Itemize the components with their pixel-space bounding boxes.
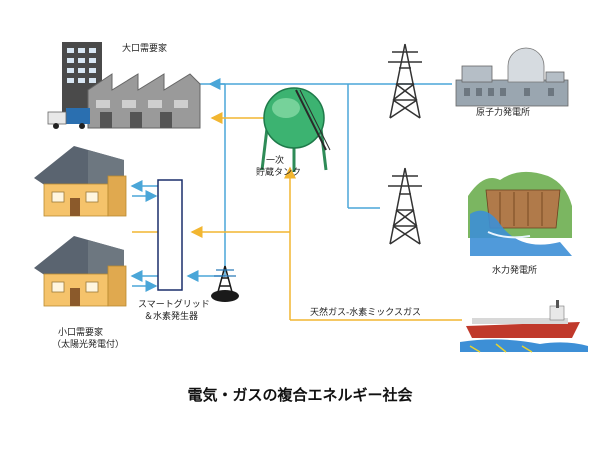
- tank-label-line2: 貯蔵タンク: [256, 168, 302, 178]
- house-2-icon: [34, 236, 127, 307]
- nuclear-plant-label: 原子力発電所: [476, 108, 531, 118]
- gas-network: [132, 112, 462, 321]
- tanker-ship-icon: [460, 300, 588, 353]
- small-consumer-label-line2: （太陽光発電付）: [52, 340, 125, 350]
- large-consumer-icon: [47, 42, 201, 129]
- transmission-tower-2: [388, 167, 422, 245]
- nuclear-plant-icon: [455, 47, 569, 107]
- house-1-icon: [34, 146, 127, 217]
- transmission-tower-1: [388, 43, 422, 119]
- storage-tank-icon: [260, 87, 331, 172]
- large-consumer-label: 大口需要家: [122, 44, 168, 54]
- smart-grid-box: [157, 179, 183, 291]
- grid-label-line1: スマートグリッド: [138, 300, 210, 310]
- small-consumer-label-line1: 小口需要家: [58, 328, 104, 338]
- hydro-plant-label: 水力発電所: [492, 266, 538, 276]
- tank-label-line1: 一次: [266, 156, 285, 166]
- hydrogen-generator-icon: [211, 265, 239, 302]
- grid-label-line2: ＆水素発生器: [144, 312, 199, 322]
- gas-mix-label: 天然ガス-水素ミックスガス: [310, 308, 421, 318]
- diagram-title: 電気・ガスの複合エネルギー社会: [187, 386, 413, 404]
- hydro-plant-icon: [468, 171, 572, 256]
